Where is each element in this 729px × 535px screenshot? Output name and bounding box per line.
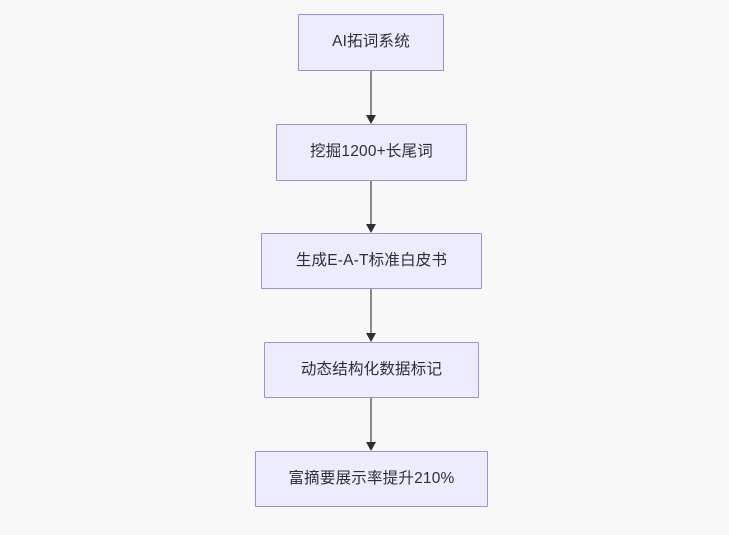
arrow-line	[370, 181, 372, 224]
arrow-head-icon	[366, 115, 376, 124]
arrow-head-icon	[366, 333, 376, 342]
flow-node-dynamic-structured-data[interactable]: 动态结构化数据标记	[264, 342, 479, 398]
flow-node-label: 富摘要展示率提升210%	[288, 469, 455, 487]
flow-node-label: 挖掘1200+长尾词	[309, 143, 434, 161]
arrow-head-icon	[366, 224, 376, 233]
flow-node-generate-eat-whitepaper[interactable]: 生成E-A-T标准白皮书	[261, 233, 482, 289]
flow-node-label: AI拓词系统	[332, 33, 410, 51]
flow-node-label: 动态结构化数据标记	[300, 360, 443, 378]
flow-node-rich-snippet-result[interactable]: 富摘要展示率提升210%	[255, 451, 488, 507]
arrow-head-icon	[366, 442, 376, 451]
arrow-line	[370, 71, 372, 115]
flow-node-mine-longtail-keywords[interactable]: 挖掘1200+长尾词	[276, 124, 467, 181]
arrow-line	[370, 398, 372, 442]
flow-node-label: 生成E-A-T标准白皮书	[295, 251, 448, 269]
arrow-line	[370, 289, 372, 333]
flow-node-ai-keyword-system[interactable]: AI拓词系统	[298, 14, 444, 71]
